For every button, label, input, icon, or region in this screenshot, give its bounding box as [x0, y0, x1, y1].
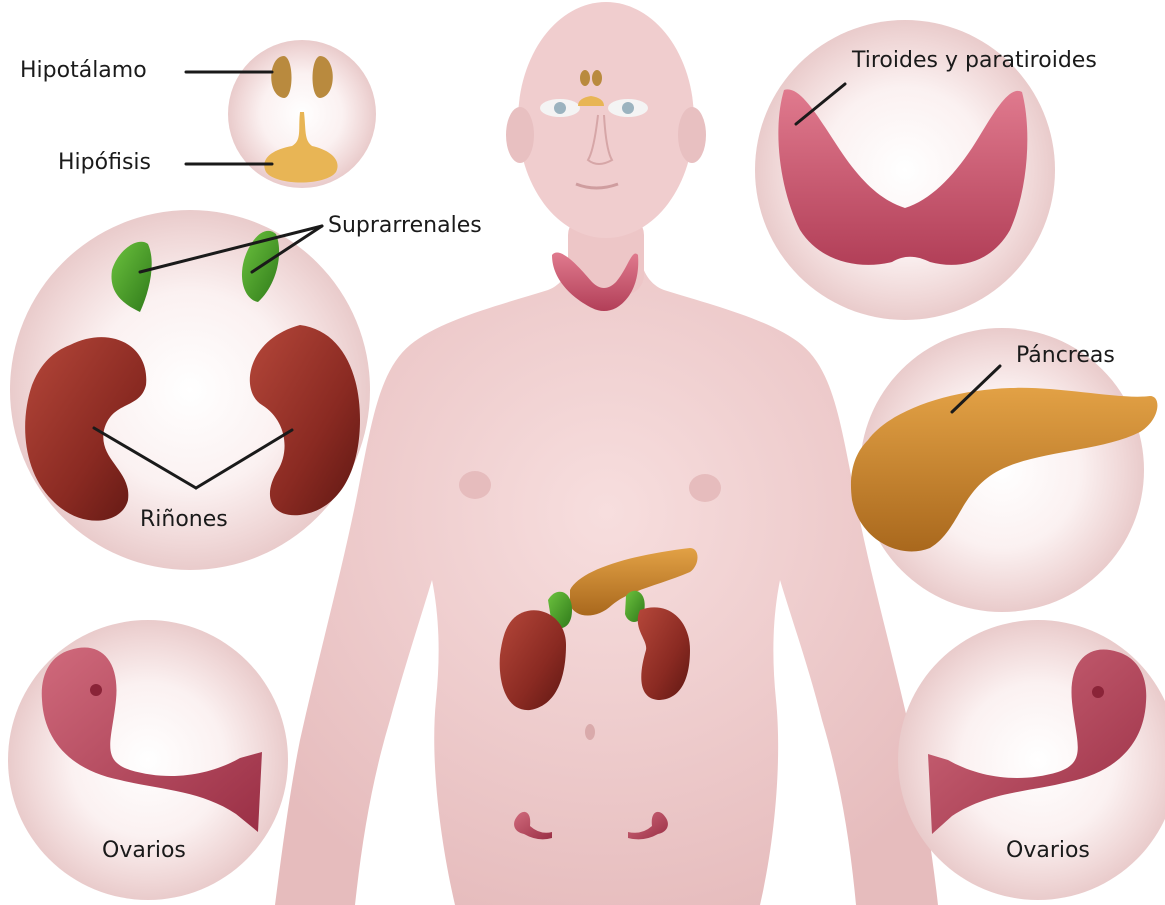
label-ovarios-left: Ovarios: [102, 838, 186, 864]
body-hypothalamus-left: [580, 70, 590, 86]
label-hipotalamo: Hipotálamo: [20, 58, 147, 84]
label-hipofisis: Hipófisis: [58, 150, 151, 176]
right-breast-shade: [689, 474, 721, 502]
navel: [585, 724, 595, 740]
label-pancreas: Páncreas: [1016, 343, 1115, 369]
left-iris: [554, 102, 566, 114]
ovary-right-follicle: [1092, 686, 1104, 698]
right-iris: [622, 102, 634, 114]
label-suprarrenales: Suprarrenales: [328, 213, 482, 239]
left-ear: [506, 107, 534, 163]
head-shape: [518, 2, 694, 238]
left-breast-shade: [459, 471, 491, 499]
label-ovarios-right: Ovarios: [1006, 838, 1090, 864]
right-ear: [678, 107, 706, 163]
label-rinones: Riñones: [140, 507, 228, 533]
label-tiroides: Tiroides y paratiroides: [852, 48, 1097, 74]
ovary-left-follicle: [90, 684, 102, 696]
body-hypothalamus-right: [592, 70, 602, 86]
